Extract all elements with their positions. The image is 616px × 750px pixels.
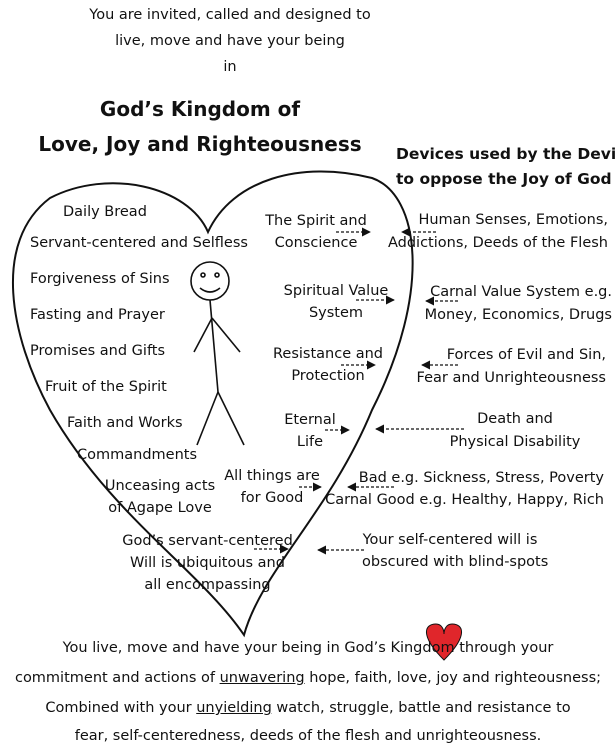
bottom-line-2-post: hope, faith, love, joy and righteousness…: [304, 670, 602, 686]
inner-item-5-line-1: All things are: [224, 468, 320, 484]
device-3-line-1: Forces of Evil and Sin,: [446, 347, 606, 363]
kingdom-item: Daily Bread: [63, 204, 147, 220]
bottom-line-3: Combined with your unyielding watch, str…: [0, 698, 616, 718]
inner-item-3-line-2: Protection: [291, 368, 365, 384]
bottom-line-4: fear, self-centeredness, deeds of the fl…: [74, 728, 542, 744]
inner-item-4-line-2: Life: [296, 434, 324, 450]
devices-title-line-2: to oppose the Joy of God: [396, 170, 612, 188]
inner-item-3-line-1: Resistance and: [272, 346, 384, 362]
kingdom-item: Forgiveness of Sins: [30, 271, 170, 287]
kingdom-item: Unceasing acts: [104, 478, 216, 494]
red-heart-icon: [426, 623, 462, 661]
unyielding-emphasis: unyielding: [196, 700, 272, 716]
device-1-line-2: Addictions, Deeds of the Flesh: [387, 235, 608, 251]
kingdom-item: God’s servant-centered: [122, 533, 293, 549]
kingdom-item: Fasting and Prayer: [30, 307, 165, 323]
bottom-line-2-pre: commitment and actions of: [14, 670, 220, 686]
inner-item-1-line-2: Conscience: [274, 235, 358, 251]
bottom-line-2: commitment and actions of unwavering hop…: [0, 668, 616, 688]
stick-figure: [190, 261, 245, 446]
kingdom-item: Commandments: [77, 447, 198, 463]
intro-line-2: live, move and have your being: [115, 33, 345, 49]
devices-title-line-1: Devices used by the Devil: [396, 145, 616, 163]
device-4-line-2: Physical Disability: [449, 434, 581, 450]
device-6-line-2: obscured with blind-spots: [362, 554, 549, 570]
title-line-1: God’s Kingdom of: [99, 97, 301, 121]
intro-line-3: in: [223, 59, 237, 75]
bottom-line-3-pre: Combined with your: [45, 700, 197, 716]
inner-arrows: [254, 227, 395, 554]
device-5-line-2: Carnal Good e.g. Healthy, Happy, Rich: [325, 492, 604, 508]
kingdom-item: Fruit of the Spirit: [45, 379, 167, 395]
unwavering-emphasis: unwavering: [219, 670, 305, 686]
device-6-line-1: Your self-centered will is: [362, 532, 538, 548]
kingdom-item: Promises and Gifts: [30, 343, 166, 359]
kingdom-item: Servant-centered and Selfless: [30, 235, 248, 251]
inner-item-1-line-1: The Spirit and: [265, 213, 367, 229]
device-3-line-2: Fear and Unrighteousness: [416, 370, 606, 386]
kingdom-item: all encompassing: [144, 577, 271, 593]
kingdom-item: Faith and Works: [67, 415, 183, 431]
device-1-line-1: Human Senses, Emotions,: [418, 212, 608, 228]
inner-item-4-line-1: Eternal: [284, 412, 336, 428]
device-5-line-1: Bad e.g. Sickness, Stress, Poverty: [358, 470, 604, 486]
bottom-line-1: You live, move and have your being in Go…: [62, 640, 554, 656]
kingdom-item: of Agape Love: [108, 500, 212, 516]
bottom-line-3-post: watch, struggle, battle and resistance t…: [271, 700, 571, 716]
intro-line-1: You are invited, called and designed to: [89, 7, 371, 23]
heart-outline: [11, 170, 414, 638]
inner-item-5-line-2: for Good: [240, 490, 304, 506]
device-2-line-2: Money, Economics, Drugs: [424, 307, 612, 323]
title-line-2: Love, Joy and Righteousness: [38, 132, 362, 156]
kingdom-item: Will is ubiquitous and: [130, 555, 285, 571]
inner-item-2-line-2: System: [308, 305, 364, 321]
device-2-line-1: Carnal Value System e.g.: [430, 284, 612, 300]
outer-arrows: [317, 227, 464, 555]
device-4-line-1: Death and: [477, 411, 553, 427]
inner-item-2-line-1: Spiritual Value: [283, 283, 389, 299]
